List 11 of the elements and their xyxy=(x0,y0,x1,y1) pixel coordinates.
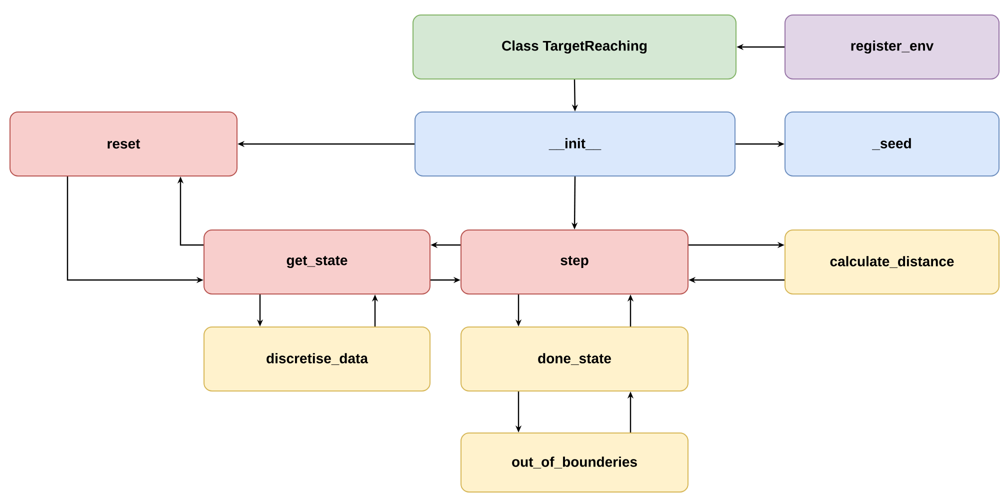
process-box: _seed xyxy=(784,112,1000,176)
process-box: calculate_distance xyxy=(784,230,1000,294)
process-box: Class TargetReaching xyxy=(412,14,737,80)
process-box: step xyxy=(460,230,688,294)
process-box: register_env xyxy=(784,14,1000,80)
process-box: done_state xyxy=(460,326,688,392)
process-box: discretise_data xyxy=(204,326,430,392)
process-box: get_state xyxy=(204,230,430,294)
process-box: reset xyxy=(10,112,238,176)
process-box: __init__ xyxy=(414,112,736,176)
process-box: out_of_bounderies xyxy=(460,432,688,492)
